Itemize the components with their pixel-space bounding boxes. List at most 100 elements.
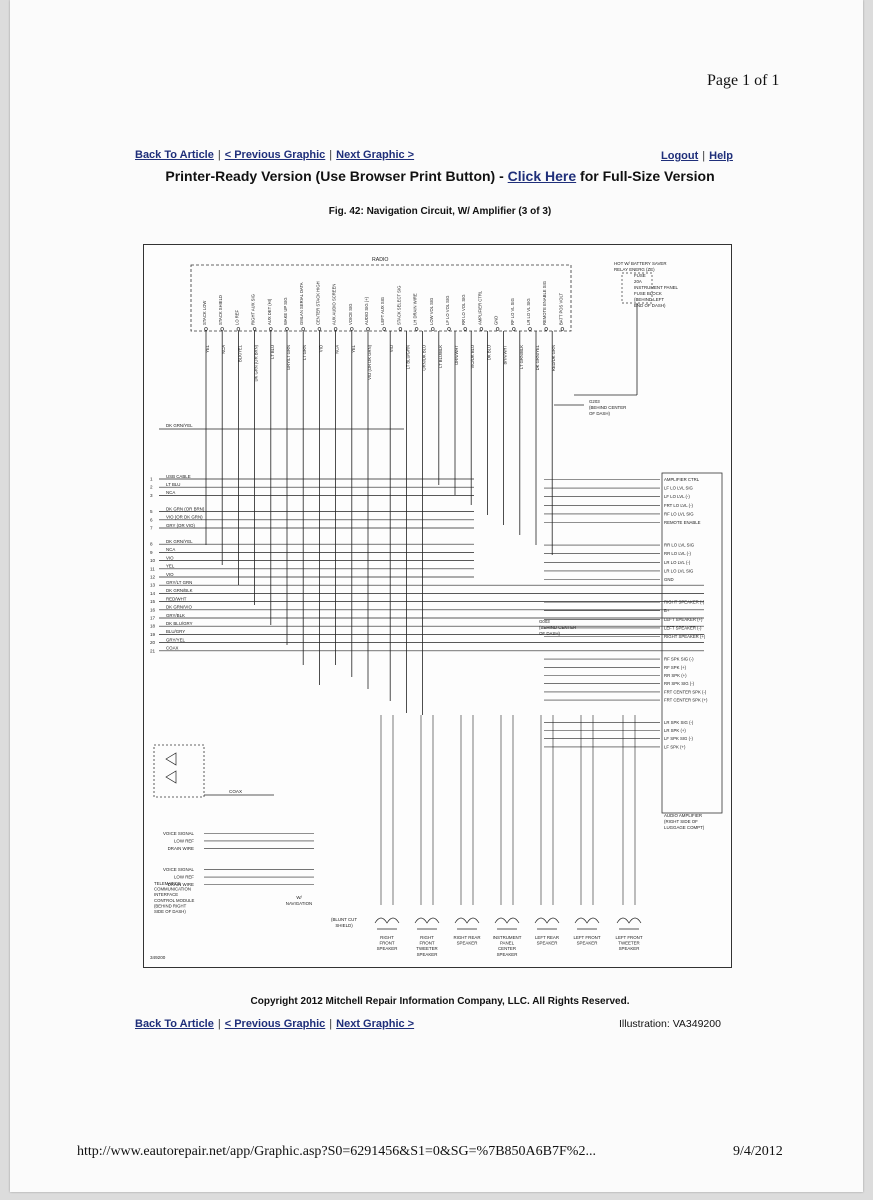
diagram-id: 349200: [150, 955, 166, 960]
footer-url: http://www.eautorepair.net/app/Graphic.a…: [77, 1144, 596, 1159]
left-connector-wire-label: COAX: [166, 646, 179, 651]
illustration-id: Illustration: VA349200: [619, 1018, 721, 1030]
amplifier-pin-label: LF LO LVL (-): [664, 494, 690, 499]
figure-caption: Fig. 42: Navigation Circuit, W/ Amplifie…: [328, 206, 552, 217]
left-connector-pin: 19: [150, 632, 156, 637]
radio-wire-color: NCA: [221, 345, 226, 354]
radio-wire-color: VIO: [318, 344, 323, 352]
amplifier-pin-label: LR LO LVL SIG: [664, 568, 694, 573]
radio-pin-label: LF LO VOL SIG: [445, 296, 450, 325]
radio-pin-label: WAKE UP SIG: [283, 298, 288, 325]
speaker-label: RIGHT: [420, 935, 434, 940]
left-connector-wire-label: NCA: [166, 490, 175, 495]
radio-pin-label: CENTER STACK HIGH: [315, 281, 320, 325]
g203-label: G203: [589, 399, 600, 404]
next-graphic-link-bottom[interactable]: Next Graphic >: [336, 1018, 415, 1030]
amplifier-pin-label: RF SPK (+): [664, 665, 687, 670]
left-connector-pin: 8: [150, 542, 153, 547]
relay-label: HOT W/ BATTERY SAVER: [614, 261, 667, 266]
blunt-cut-label: (BLUNT CUT: [331, 917, 357, 922]
radio-pin-label: GMLAN SERIAL DATA: [299, 282, 304, 325]
left-connector-pin: 14: [150, 591, 156, 596]
speaker-icon: [534, 917, 560, 930]
left-connector-wire-label: USB CABLE: [166, 474, 191, 479]
radio-pin: [512, 327, 516, 331]
speaker-label: FRONT: [379, 941, 394, 946]
radio-pin-label: STACK LOW: [202, 301, 207, 325]
full-size-link[interactable]: Click Here: [507, 168, 577, 184]
speaker-label: RIGHT REAR: [454, 935, 481, 940]
telematics-signal-label: VOICE SIGNAL: [163, 867, 195, 872]
coax-label: COAX: [229, 789, 242, 794]
left-connector-wire-label: NCA: [166, 547, 175, 552]
radio-pin: [252, 327, 257, 331]
left-connector-wire-label: DK BLU/GRY: [166, 621, 193, 626]
radio-label: RADIO: [372, 257, 388, 263]
telematics-label: COMMUNICATION: [154, 887, 191, 892]
radio-pin-label: LEFT AUX SIG: [380, 297, 385, 325]
back-to-article-link[interactable]: Back To Article: [135, 149, 214, 161]
back-to-article-link-bottom[interactable]: Back To Article: [135, 1018, 214, 1030]
radio-pin-label: RIGHT AUX SIG: [251, 294, 256, 325]
speaker-label: LEFT REAR: [535, 935, 559, 940]
left-connector-pin: 15: [150, 599, 156, 604]
left-connector-wire-label: DK GRN/BLK: [166, 588, 193, 593]
speaker-label: SPEAKER: [457, 941, 478, 946]
radio-pin-label: VOICE SIG: [348, 304, 353, 325]
speaker-label: SPEAKER: [577, 941, 598, 946]
radio-pin: [220, 327, 224, 331]
radio-pin-label: LR LO VL SIG: [526, 298, 531, 325]
left-connector-wire-label: VIO: [166, 572, 174, 577]
amplifier-pin-label: RR LO LVL SIG: [664, 543, 695, 548]
next-graphic-link[interactable]: Next Graphic >: [336, 149, 415, 161]
telematics-label: INTERFACE: [154, 892, 178, 897]
left-connector-pin: 16: [150, 607, 156, 612]
radio-pin-label: GND: [494, 316, 499, 325]
left-connector-wire-label: GRY/YEL: [166, 637, 186, 642]
previous-graphic-link-bottom[interactable]: < Previous Graphic: [224, 1018, 326, 1030]
relay-label: FUSE: [634, 273, 646, 278]
radio-pin-label: BATT POS VOLT: [558, 292, 563, 325]
radio-pin: [398, 327, 403, 331]
logout-link[interactable]: Logout: [661, 150, 699, 162]
radio-pin-label: AMPLIFIER CTRL: [477, 290, 482, 325]
previous-graphic-link[interactable]: < Previous Graphic: [224, 149, 326, 161]
radio-wire-color: YEL: [205, 344, 210, 353]
radio-wire-color: LT BLU/GRN: [405, 345, 410, 369]
amplifier-pin-label: B+: [664, 608, 670, 613]
g203-label: OF DASH): [589, 411, 611, 416]
amplifier-pin-label: FRT CENTER SPK (+): [664, 698, 708, 703]
left-connector-pin: 7: [150, 526, 153, 531]
speaker-icon: [616, 917, 642, 930]
top-nav-right: Logout|Help: [661, 150, 733, 162]
speaker-label: SPEAKER: [497, 952, 518, 957]
amplifier-pin-label: FRT CENTER SPK (-): [664, 689, 707, 694]
left-connector-pin: 3: [150, 493, 153, 498]
left-connector-wire-label: GRY (OR VIO): [166, 523, 195, 528]
amplifier-pin-label: RF LO LVL SIG: [664, 511, 694, 516]
amplifier-label: LUGGAGE COMPT): [664, 825, 705, 830]
speaker-label: SPEAKER: [377, 946, 398, 951]
radio-pin: [560, 327, 565, 331]
page-title: Printer-Ready Version (Use Browser Print…: [140, 168, 740, 185]
g003-label: OF DASH): [539, 631, 561, 636]
left-connector-pin: 12: [150, 575, 156, 580]
radio-pin-label: REMOTE ENABLE SIG: [542, 281, 547, 325]
help-link[interactable]: Help: [709, 150, 733, 162]
radio-pin: [301, 327, 305, 331]
telematics-signal-label: DRAIN WIRE: [168, 882, 194, 887]
speaker-label: LEFT FRONT: [574, 935, 601, 940]
radio-pin-label: RF LO VL SIG: [510, 298, 515, 325]
left-connector-wire-label: YEL: [166, 564, 175, 569]
g203-label: (BEHIND CENTER: [589, 405, 626, 410]
speaker-label: PANEL: [500, 941, 515, 946]
radio-wire-color: BRN/WHT: [503, 345, 508, 365]
radio-pin: [463, 327, 467, 331]
relay-label: INSTRUMENT PANEL: [634, 285, 679, 290]
copyright-notice: Copyright 2012 Mitchell Repair Informati…: [250, 996, 630, 1007]
speaker-label: INSTRUMENT: [493, 935, 522, 940]
radio-pin: [317, 327, 322, 331]
amplifier-pin-label: LR SPK SIG (-): [664, 720, 694, 725]
radio-wire-color: RED/DK GRN: [551, 345, 556, 371]
g003-label: (BEHIND CENTER: [539, 625, 576, 630]
